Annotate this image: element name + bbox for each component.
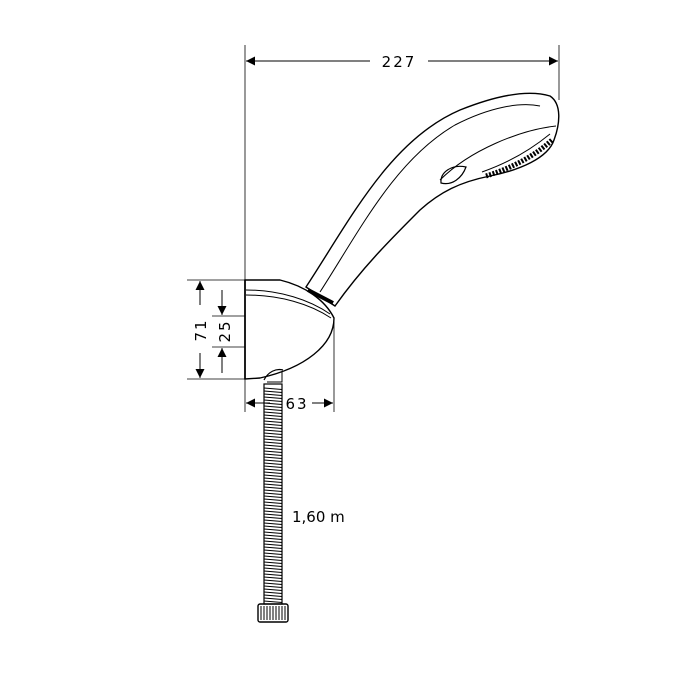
hose-rib xyxy=(263,501,283,504)
hose-rib xyxy=(263,531,283,534)
hose-rib xyxy=(263,414,283,417)
hose-ribs xyxy=(263,387,283,603)
hose-rib xyxy=(263,543,283,546)
hose-rib xyxy=(263,483,283,486)
hose-rib xyxy=(263,516,283,519)
hose-rib xyxy=(263,468,283,471)
holder-inner-edge xyxy=(245,294,332,319)
hose-rib xyxy=(263,585,283,588)
dim-label-holder-height: 71 xyxy=(192,318,210,341)
hose-rib xyxy=(263,408,283,411)
holder-top-edge xyxy=(245,289,331,315)
hose-rib xyxy=(263,450,283,453)
hose-rib xyxy=(263,573,283,576)
hose-rib xyxy=(263,393,283,396)
hose-rib xyxy=(263,417,283,420)
head-face-line xyxy=(439,125,557,181)
hose-rib xyxy=(263,567,283,570)
hose-rib xyxy=(263,387,283,390)
hose-rib xyxy=(263,441,283,444)
dimension-overall-width: 227 xyxy=(244,45,560,280)
hose-rib xyxy=(263,486,283,489)
hose-rib xyxy=(263,447,283,450)
hose-rib xyxy=(263,513,283,516)
hose-rib xyxy=(263,507,283,510)
hose-rib xyxy=(263,510,283,513)
hose-nut xyxy=(257,603,289,623)
hose-exit-curve xyxy=(263,368,284,381)
dim-label-holder-depth: 63 xyxy=(285,395,308,413)
hose-rib xyxy=(263,390,283,393)
handle-inner-line xyxy=(319,104,541,293)
hose-rib xyxy=(263,555,283,558)
hose-rib xyxy=(263,579,283,582)
hose-rib xyxy=(263,528,283,531)
hose-rib xyxy=(263,582,283,585)
hose-rib xyxy=(263,576,283,579)
hose-nut-ribs xyxy=(260,606,286,620)
hose-rib xyxy=(263,498,283,501)
hose-rib xyxy=(263,402,283,405)
hose-rib xyxy=(263,435,283,438)
hose-rib xyxy=(263,432,283,435)
hose-rib xyxy=(263,411,283,414)
dim-label-holder-inner: 25 xyxy=(216,319,234,342)
hose-rib xyxy=(263,438,283,441)
hose-rib xyxy=(263,456,283,459)
hose-rib xyxy=(263,495,283,498)
hose-rib xyxy=(263,522,283,525)
hose-rib xyxy=(263,552,283,555)
hose-rib xyxy=(263,480,283,483)
hose-rib xyxy=(263,504,283,507)
hose-rib xyxy=(263,594,283,597)
hose-rib xyxy=(263,444,283,447)
hose-top-connector xyxy=(267,372,283,383)
hose-length-label: 1,60 m xyxy=(292,508,345,526)
hose-rib xyxy=(263,423,283,426)
hose-rib xyxy=(263,420,283,423)
hose-rib xyxy=(263,597,283,600)
hose-rib xyxy=(263,465,283,468)
hose-rib xyxy=(263,570,283,573)
hose-rib xyxy=(263,492,283,495)
hose-rib xyxy=(263,471,283,474)
dim-label-overall-width: 227 xyxy=(382,53,417,71)
hose-rib xyxy=(263,477,283,480)
dimension-holder-inner: 25 xyxy=(212,290,245,373)
shower-hose xyxy=(257,368,289,623)
hose-rib xyxy=(263,519,283,522)
hose-rib xyxy=(263,561,283,564)
hose-rib xyxy=(263,459,283,462)
hose-rib xyxy=(263,558,283,561)
hose-rib xyxy=(263,474,283,477)
hose-rib xyxy=(263,540,283,543)
hose-rib xyxy=(263,537,283,540)
hose-rib xyxy=(263,453,283,456)
spray-face-edge xyxy=(481,133,551,173)
hose-rib xyxy=(263,546,283,549)
dimension-holder-depth: 63 xyxy=(244,318,335,413)
handle-collar xyxy=(307,288,334,305)
hose-rib xyxy=(263,549,283,552)
dimension-holder-height: 71 xyxy=(187,279,245,380)
hose-rib xyxy=(263,525,283,528)
hose-rib xyxy=(263,600,283,603)
hose-rib xyxy=(263,405,283,408)
hose-rib xyxy=(263,429,283,432)
handle-outline xyxy=(305,92,560,307)
spray-nozzles xyxy=(485,138,554,179)
hose-rib xyxy=(263,399,283,402)
hand-shower xyxy=(305,92,560,307)
hose-rib xyxy=(263,591,283,594)
head-oval-detail xyxy=(440,165,467,185)
hose-rib xyxy=(263,396,283,399)
hose-rib xyxy=(263,462,283,465)
hose-rib xyxy=(263,489,283,492)
hose-rib xyxy=(263,588,283,591)
hose-rib xyxy=(263,426,283,429)
hose-rib xyxy=(263,564,283,567)
hose-rib xyxy=(263,534,283,537)
